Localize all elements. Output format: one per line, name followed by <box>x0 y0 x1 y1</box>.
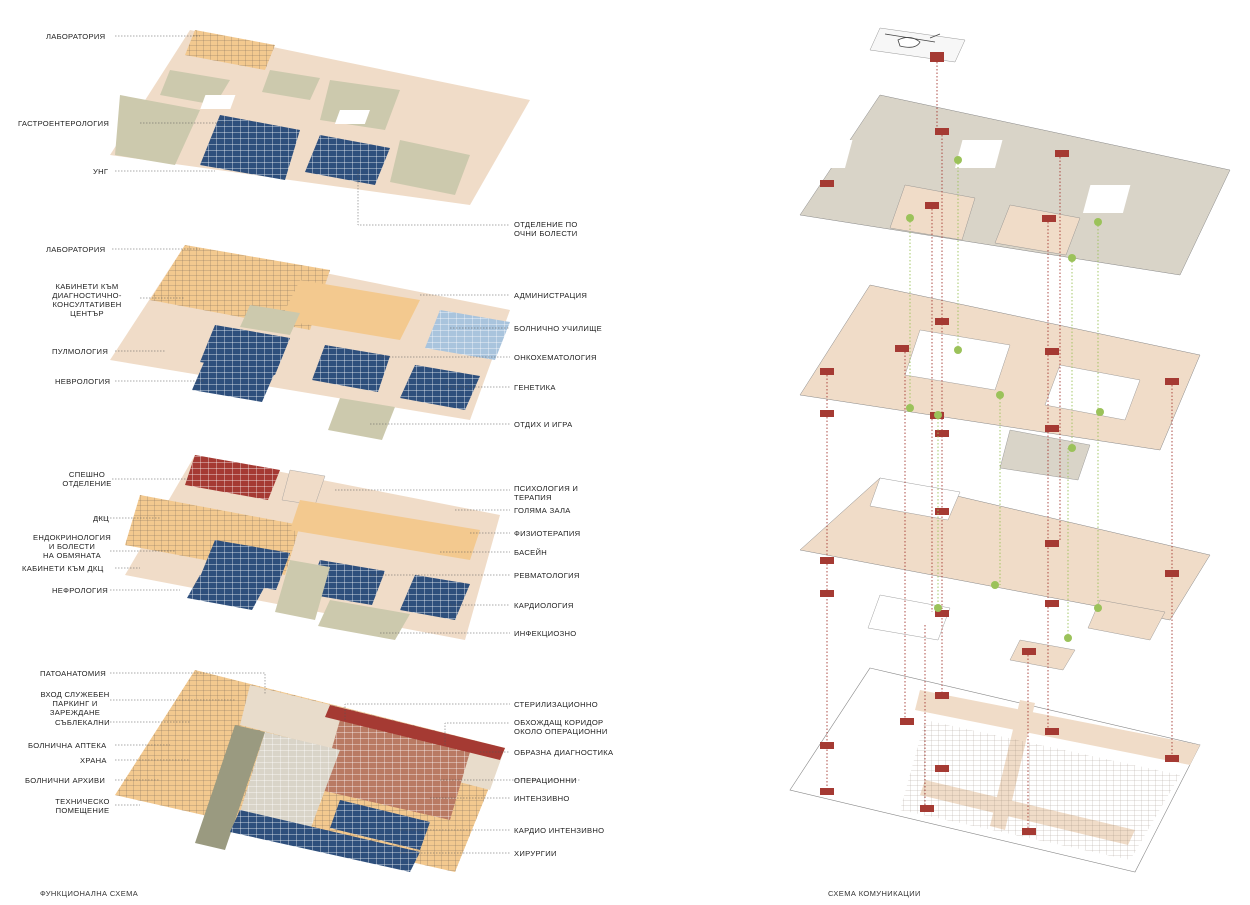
label-neurology: НЕВРОЛОГИЯ <box>55 377 111 386</box>
functional-level-2 <box>125 455 500 640</box>
label-pharmacy: БОЛНИЧНА АПТЕКА <box>28 741 107 750</box>
label-emergency: СПЕШНО ОТДЕЛЕНИЕ <box>62 470 112 488</box>
label-rheumatology: РЕВМАТОЛОГИЯ <box>514 571 580 580</box>
label-imaging: ОБРАЗНА ДИАГНОСТИКА <box>514 748 614 757</box>
label-service-entrance: ВХОД СЛУЖЕБЕН ПАРКИНГ И ЗАРЕЖДАНЕ <box>40 690 110 717</box>
functional-level-1 <box>115 670 505 872</box>
label-pulmonology: ПУЛМОЛОГИЯ <box>52 347 109 356</box>
label-gastroenterology: ГАСТРОЕНТЕРОЛОГИЯ <box>18 119 110 128</box>
label-operating-rooms: ОПЕРАЦИОННИ <box>514 776 577 785</box>
label-endocrinology: ЕНДОКРИНОЛОГИЯ И БОЛЕСТИ НА ОБМЯНАТА <box>33 533 111 560</box>
label-dcc-cabinets-l2: КАБИНЕТИ КЪМ ДКЦ <box>22 564 104 573</box>
label-cardio-intensive: КАРДИО ИНТЕНЗИВНО <box>514 826 605 835</box>
label-psychology: ПСИХОЛОГИЯ И ТЕРАПИЯ <box>514 484 579 502</box>
label-genetics: ГЕНЕТИКА <box>514 383 556 392</box>
leader-lines <box>95 35 580 854</box>
label-ent: УНГ <box>93 167 109 176</box>
label-sterilization: СТЕРИЛИЗАЦИОННО <box>514 700 598 709</box>
communications-level-1 <box>789 667 1201 873</box>
functional-level-4 <box>110 30 530 205</box>
label-pathology: ПАТОАНАТОМИЯ <box>40 669 107 678</box>
label-intensive: ИНТЕНЗИВНО <box>514 794 570 803</box>
caption-functional-scheme: ФУНКЦИОНАЛНА СХЕМА <box>40 889 139 898</box>
label-changing-rooms: СЪБЛЕКАЛНИ <box>55 718 110 727</box>
label-laboratory-l4: ЛАБОРАТОРИЯ <box>46 32 106 41</box>
label-nephrology: НЕФРОЛОГИЯ <box>52 586 108 595</box>
label-surgery: ХИРУРГИИ <box>514 849 557 858</box>
communications-level-4 <box>799 94 1231 276</box>
label-physiotherapy: ФИЗИОТЕРАПИЯ <box>514 529 581 538</box>
label-pool: БАСЕЙН <box>514 548 548 557</box>
caption-communications-scheme: СХЕМА КОМУНИКАЦИИ <box>828 889 921 898</box>
communications-level-3 <box>799 284 1201 481</box>
label-administration: АДМИНИСТРАЦИЯ <box>514 291 588 300</box>
label-hospital-school: БОЛНИЧНО УЧИЛИЩЕ <box>514 324 602 333</box>
label-rest-and-play: ОТДИХ И ИГРА <box>514 420 573 429</box>
label-eye-diseases: ОТДЕЛЕНИЕ ПО ОЧНИ БОЛЕСТИ <box>514 220 578 238</box>
label-big-hall: ГОЛЯМА ЗАЛА <box>514 506 571 515</box>
label-technical-room: ТЕХНИЧЕСКО ПОМЕЩЕНИЕ <box>55 797 110 815</box>
label-archives: БОЛНИЧНИ АРХИВИ <box>25 776 106 785</box>
label-dcc: ДКЦ <box>93 514 110 523</box>
communications-level-2 <box>799 477 1211 671</box>
label-oncohematology: ОНКОХЕМАТОЛОГИЯ <box>514 353 597 362</box>
lift-markers <box>906 156 1104 642</box>
label-dcc-cabinets: КАБИНЕТИ КЪМ ДИАГНОСТИЧНО- КОНСУЛТАТИВЕН… <box>52 282 122 318</box>
label-infectious: ИНФЕКЦИОЗНО <box>514 629 577 638</box>
helipad <box>869 27 966 63</box>
label-food: ХРАНА <box>80 756 107 765</box>
label-cardiology: КАРДИОЛОГИЯ <box>514 601 574 610</box>
vertical-circulation <box>826 62 1173 828</box>
functional-level-3 <box>110 245 510 440</box>
label-bypass-corridor: ОБХОЖДАЩ КОРИДОР ОКОЛО ОПЕРАЦИОННИ <box>514 718 608 736</box>
label-laboratory-l3: ЛАБОРАТОРИЯ <box>46 245 106 254</box>
